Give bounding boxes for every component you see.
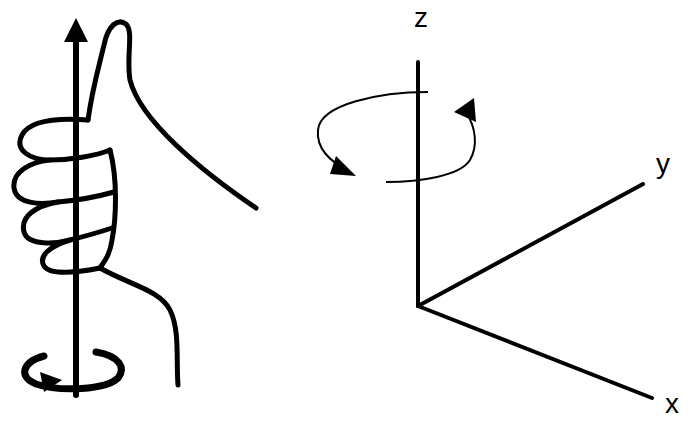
rotation-arrowhead bbox=[454, 98, 476, 122]
x-axis bbox=[418, 306, 652, 398]
finger-crease bbox=[58, 192, 114, 202]
axes bbox=[418, 62, 652, 398]
palm-edge bbox=[100, 150, 116, 268]
rotation-arrowhead bbox=[330, 156, 356, 176]
thumb-axis bbox=[73, 30, 79, 395]
z-axis bbox=[416, 62, 420, 306]
axis-label: x bbox=[665, 390, 679, 418]
wrist bbox=[100, 268, 178, 385]
rotation-arrow bbox=[386, 112, 475, 182]
y-axis bbox=[418, 184, 643, 306]
rotation-arrows bbox=[318, 92, 476, 182]
right-hand bbox=[14, 22, 256, 395]
curl-arrow bbox=[25, 352, 122, 389]
axis-label: y bbox=[656, 150, 670, 178]
axis-label: z bbox=[414, 4, 428, 32]
finger-crease bbox=[50, 150, 110, 160]
finger-crease bbox=[70, 228, 112, 240]
curl-arrowhead bbox=[40, 372, 62, 392]
rotation-arrow bbox=[318, 92, 428, 170]
